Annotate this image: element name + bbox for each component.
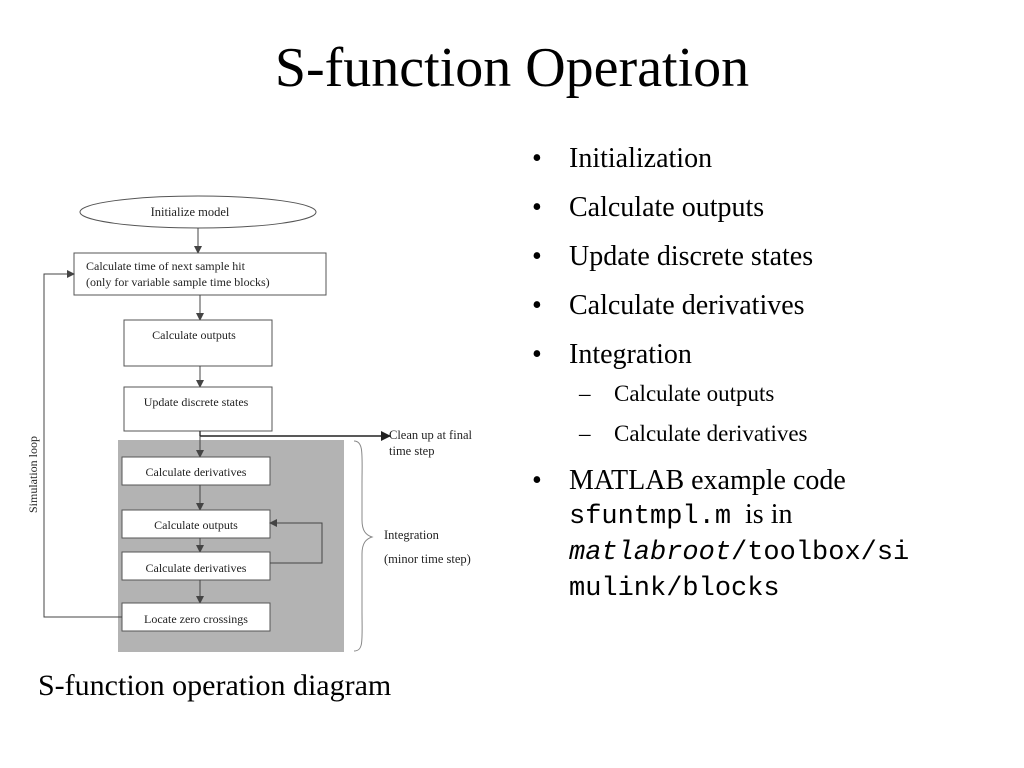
- minor-step-loop: [269, 519, 323, 564]
- calculate-outputs-label: Calculate outputs: [152, 328, 236, 342]
- next-sample-hit-line1: Calculate time of next sample hit: [86, 259, 246, 273]
- integration-derivatives-node-2: [121, 551, 271, 581]
- calculate-outputs-node: [123, 319, 273, 367]
- update-discrete-states-label: Update discrete states: [144, 395, 249, 409]
- slide-title: S-function Operation: [274, 37, 750, 99]
- code-path: /toolbox/si: [731, 538, 910, 568]
- integration-label-line2: (minor time step): [384, 552, 471, 566]
- bullet-text: Integration: [569, 339, 692, 370]
- integration-label-line1: Integration: [384, 528, 440, 542]
- code-filename: sfuntmpl.m: [569, 502, 732, 532]
- bullet-list: Initialization Calculate outputs Update …: [532, 142, 1012, 621]
- bullet-item: Update discrete states: [532, 240, 1012, 274]
- sub-bullet-item: Calculate derivatives: [532, 420, 1012, 448]
- update-discrete-states-node: [123, 386, 273, 432]
- bullet-text: Initialization: [569, 143, 713, 174]
- cleanup-label-line2: time step: [389, 444, 434, 458]
- bullet-item: Calculate derivatives: [532, 289, 1012, 323]
- zero-crossings-label: Locate zero crossings: [144, 612, 248, 626]
- integration-derivatives-label-1: Calculate derivatives: [146, 465, 247, 479]
- code-path: mulink/blocks: [569, 574, 780, 604]
- diagram-caption: S-function operation diagram: [38, 669, 392, 702]
- bullet-item: Integration: [532, 338, 1012, 372]
- integration-brace: [353, 440, 374, 652]
- initialize-model-label: Initialize model: [151, 205, 230, 219]
- sub-bullet-item: Calculate outputs: [532, 380, 1012, 408]
- bullet-text: MATLAB example code: [569, 465, 846, 496]
- sub-bullet-group: Calculate outputs Calculate derivatives: [532, 380, 1012, 448]
- bullet-item: Calculate outputs: [532, 191, 1012, 225]
- integration-outputs-node: [121, 509, 271, 539]
- simulation-loop-arrow: [43, 270, 122, 618]
- bullet-text: Update discrete states: [569, 241, 814, 272]
- next-sample-hit-line2: (only for variable sample time blocks): [86, 275, 270, 289]
- sub-bullet-list: Calculate outputs Calculate derivatives: [532, 380, 1012, 448]
- code-root: matlabroot: [569, 538, 732, 568]
- integration-outputs-label: Calculate outputs: [154, 518, 238, 532]
- bullet-text: is in: [745, 499, 793, 530]
- simulation-loop-label: Simulation loop: [26, 436, 40, 513]
- integration-derivatives-node-1: [121, 456, 271, 486]
- bullet-text: Calculate outputs: [569, 192, 765, 223]
- integration-derivatives-label-2: Calculate derivatives: [146, 561, 247, 575]
- bullet-item: Initialization: [532, 142, 1012, 176]
- sfunction-flowchart: Initialize model Calculate time of next …: [20, 185, 500, 655]
- cleanup-label-line1: Clean up at final: [389, 428, 472, 442]
- bullet-text: Calculate derivatives: [569, 290, 805, 321]
- bullet-item-matlab: MATLAB example code sfuntmpl.m is in mat…: [532, 464, 1012, 606]
